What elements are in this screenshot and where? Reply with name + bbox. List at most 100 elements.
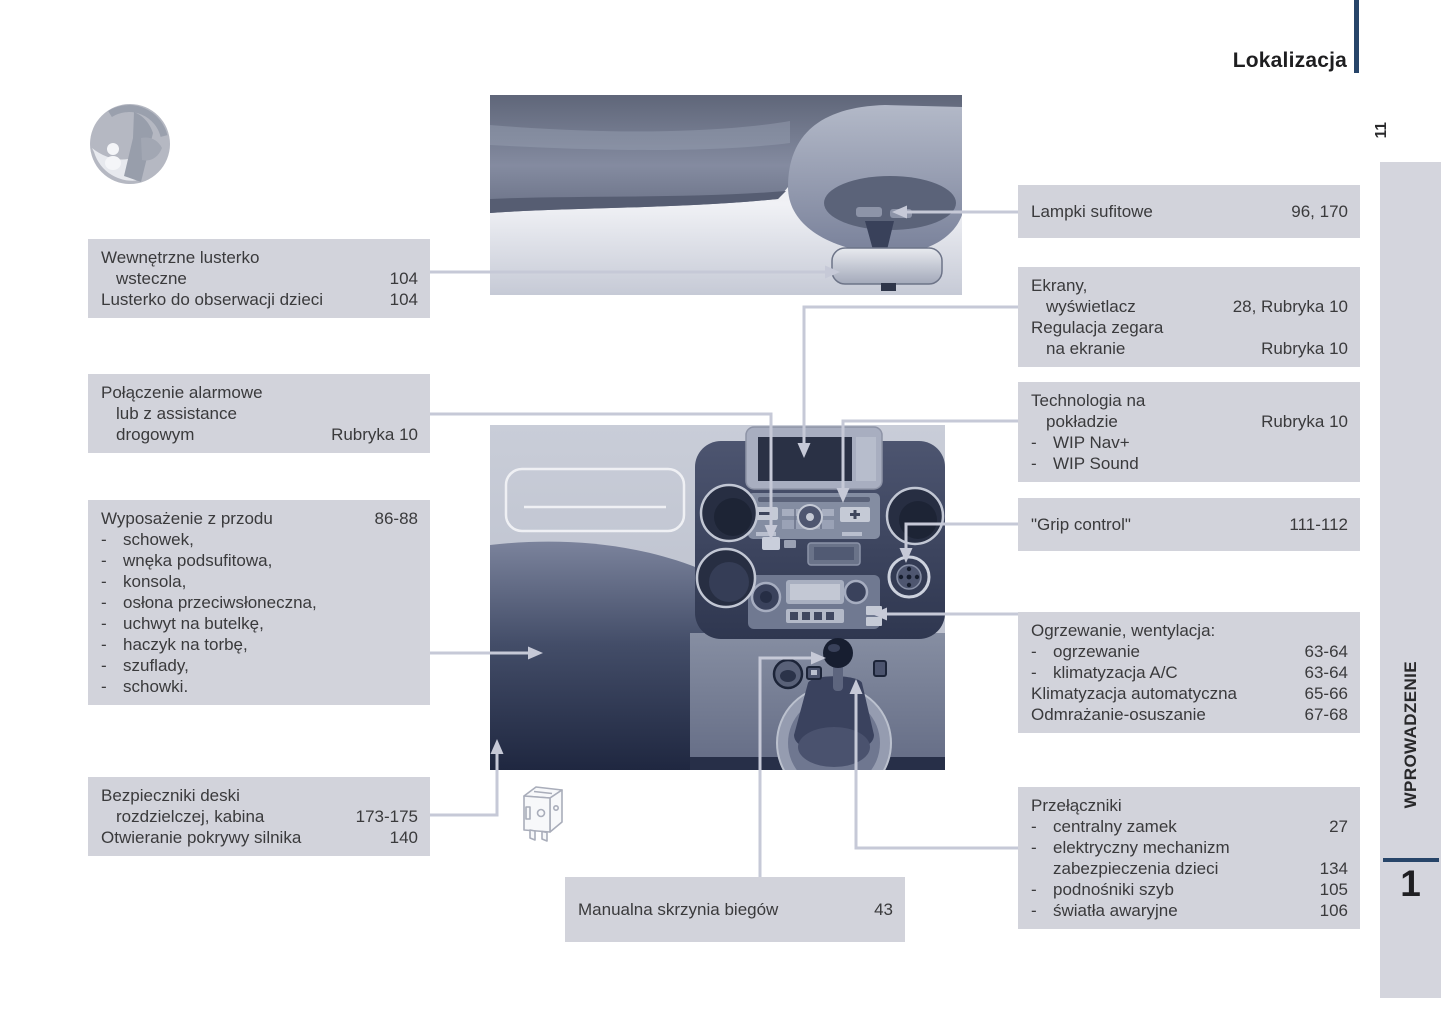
callout-text: Otwieranie pokrywy silnika bbox=[101, 828, 302, 847]
callout-text: haczyk na torbę, bbox=[123, 635, 248, 654]
callout-page-ref: 86-88 bbox=[374, 509, 418, 528]
callout-text: Lampki sufitowe bbox=[1031, 202, 1153, 221]
callout-text: podnośniki szyb bbox=[1053, 880, 1174, 899]
bullet-dash: - bbox=[101, 635, 107, 654]
ceiling-illustration bbox=[490, 95, 962, 295]
callout-page-ref: 43 bbox=[874, 900, 893, 919]
callout-row: -schowki. bbox=[101, 676, 418, 697]
callout-row: Wewnętrzne lusterko bbox=[101, 247, 418, 268]
page-number: 11 bbox=[1373, 122, 1390, 139]
callout-text: "Grip control" bbox=[1031, 515, 1131, 534]
callout-text: zabezpieczenia dzieci bbox=[1053, 859, 1219, 878]
callout-row: -schowek, bbox=[101, 529, 418, 550]
callout-row: Ogrzewanie, wentylacja: bbox=[1031, 620, 1348, 641]
callout-row: "Grip control"111-112 bbox=[1031, 514, 1348, 535]
callout-row: Wyposażenie z przodu 86-88 bbox=[101, 508, 418, 529]
callout-text: WIP Nav+ bbox=[1053, 433, 1130, 452]
callout-text: Wewnętrzne lusterko bbox=[101, 248, 260, 267]
callout-manual-gearbox: Manualna skrzynia biegów 43 bbox=[565, 877, 905, 942]
callout-text: klimatyzacja A/C bbox=[1053, 663, 1178, 682]
callout-text: uchwyt na butelkę, bbox=[123, 614, 264, 633]
callout-row: -elektryczny mechanizm bbox=[1031, 837, 1348, 858]
callout-row: -WIP Sound bbox=[1031, 453, 1348, 474]
callout-row: Odmrażanie-osuszanie 67-68 bbox=[1031, 704, 1348, 725]
callout-row: -szuflady, bbox=[101, 655, 418, 676]
callout-text: WIP Sound bbox=[1053, 454, 1139, 473]
bullet-dash: - bbox=[1031, 880, 1037, 899]
callout-text: Manualna skrzynia biegów bbox=[578, 900, 779, 919]
callout-page-ref: 67-68 bbox=[1304, 705, 1348, 724]
callout-screens-display: Ekrany, wyświetlacz 28, Rubryka 10 Regulacj… bbox=[1018, 267, 1360, 367]
bullet-dash: - bbox=[101, 656, 107, 675]
callout-text: Lusterko do obserwacji dzieci bbox=[101, 290, 324, 309]
bullet-dash: - bbox=[101, 677, 107, 696]
callout-row: -klimatyzacja A/C 63-64 bbox=[1031, 662, 1348, 683]
callout-page-ref: Rubryka 10 bbox=[1261, 339, 1348, 358]
callout-row: -konsola, bbox=[101, 571, 418, 592]
callout-text: Ogrzewanie, wentylacja: bbox=[1031, 621, 1216, 640]
callout-row: -centralny zamek 27 bbox=[1031, 816, 1348, 837]
callout-text: lub z assistance bbox=[116, 404, 237, 423]
callout-page-ref: 106 bbox=[1319, 901, 1348, 920]
callout-text: wyświetlacz bbox=[1046, 297, 1136, 316]
bullet-dash: - bbox=[1031, 817, 1037, 836]
callout-text: Technologia na bbox=[1031, 391, 1146, 410]
callout-row: -uchwyt na butelkę, bbox=[101, 613, 418, 634]
bullet-dash: - bbox=[101, 572, 107, 591]
bullet-dash: - bbox=[101, 614, 107, 633]
callout-text: schowki. bbox=[123, 677, 189, 696]
callout-text: Bezpieczniki deski bbox=[101, 786, 240, 805]
callout-page-ref: 65-66 bbox=[1304, 684, 1348, 703]
bullet-dash: - bbox=[1031, 838, 1037, 857]
callout-row: wyświetlacz 28, Rubryka 10 bbox=[1031, 296, 1348, 317]
callout-row: pokładzie Rubryka 10 bbox=[1031, 411, 1348, 432]
callout-text: centralny zamek bbox=[1053, 817, 1177, 836]
callout-text: Klimatyzacja automatyczna bbox=[1031, 684, 1237, 703]
dashboard-illustration bbox=[490, 425, 945, 770]
chapter-label: WPROWADZENIE bbox=[1380, 620, 1441, 850]
callout-text: Ekrany, bbox=[1031, 276, 1088, 295]
callout-row: Regulacja zegara bbox=[1031, 317, 1348, 338]
callout-page-ref: Rubryka 10 bbox=[1261, 412, 1348, 431]
bullet-dash: - bbox=[1031, 433, 1037, 452]
callout-grip-control: "Grip control"111-112 bbox=[1018, 498, 1360, 551]
callout-text: światła awaryjne bbox=[1053, 901, 1178, 920]
callout-page-ref: 173-175 bbox=[355, 807, 418, 826]
callout-text: Wyposażenie z przodu bbox=[101, 509, 273, 528]
callout-page-ref: 105 bbox=[1319, 880, 1348, 899]
callout-row: -wnęka podsufitowa, bbox=[101, 550, 418, 571]
bullet-dash: - bbox=[101, 551, 107, 570]
child-observation-pictogram-icon bbox=[90, 104, 170, 184]
callout-text: Regulacja zegara bbox=[1031, 318, 1164, 337]
callout-page-ref: 28, Rubryka 10 bbox=[1232, 297, 1348, 316]
bullet-dash: - bbox=[1031, 663, 1037, 682]
callout-page-ref: Rubryka 10 bbox=[331, 425, 418, 444]
callout-page-ref: 63-64 bbox=[1304, 663, 1348, 682]
callout-text: szuflady, bbox=[123, 656, 189, 675]
callout-text: Odmrażanie-osuszanie bbox=[1031, 705, 1206, 724]
callout-row: Bezpieczniki deski bbox=[101, 785, 418, 806]
callout-row: Manualna skrzynia biegów 43 bbox=[578, 899, 893, 920]
chapter-label-text: WPROWADZENIE bbox=[1400, 661, 1420, 809]
callout-row: -podnośniki szyb 105 bbox=[1031, 879, 1348, 900]
callout-row: Przełączniki bbox=[1031, 795, 1348, 816]
callout-page-ref: 27 bbox=[1329, 817, 1348, 836]
page-title: Lokalizacja bbox=[1232, 49, 1347, 72]
callout-row: -WIP Nav+ bbox=[1031, 432, 1348, 453]
callout-row: Ekrany, bbox=[1031, 275, 1348, 296]
bullet-dash: - bbox=[1031, 454, 1037, 473]
chapter-divider bbox=[1383, 858, 1439, 862]
callout-text: pokładzie bbox=[1046, 412, 1118, 431]
